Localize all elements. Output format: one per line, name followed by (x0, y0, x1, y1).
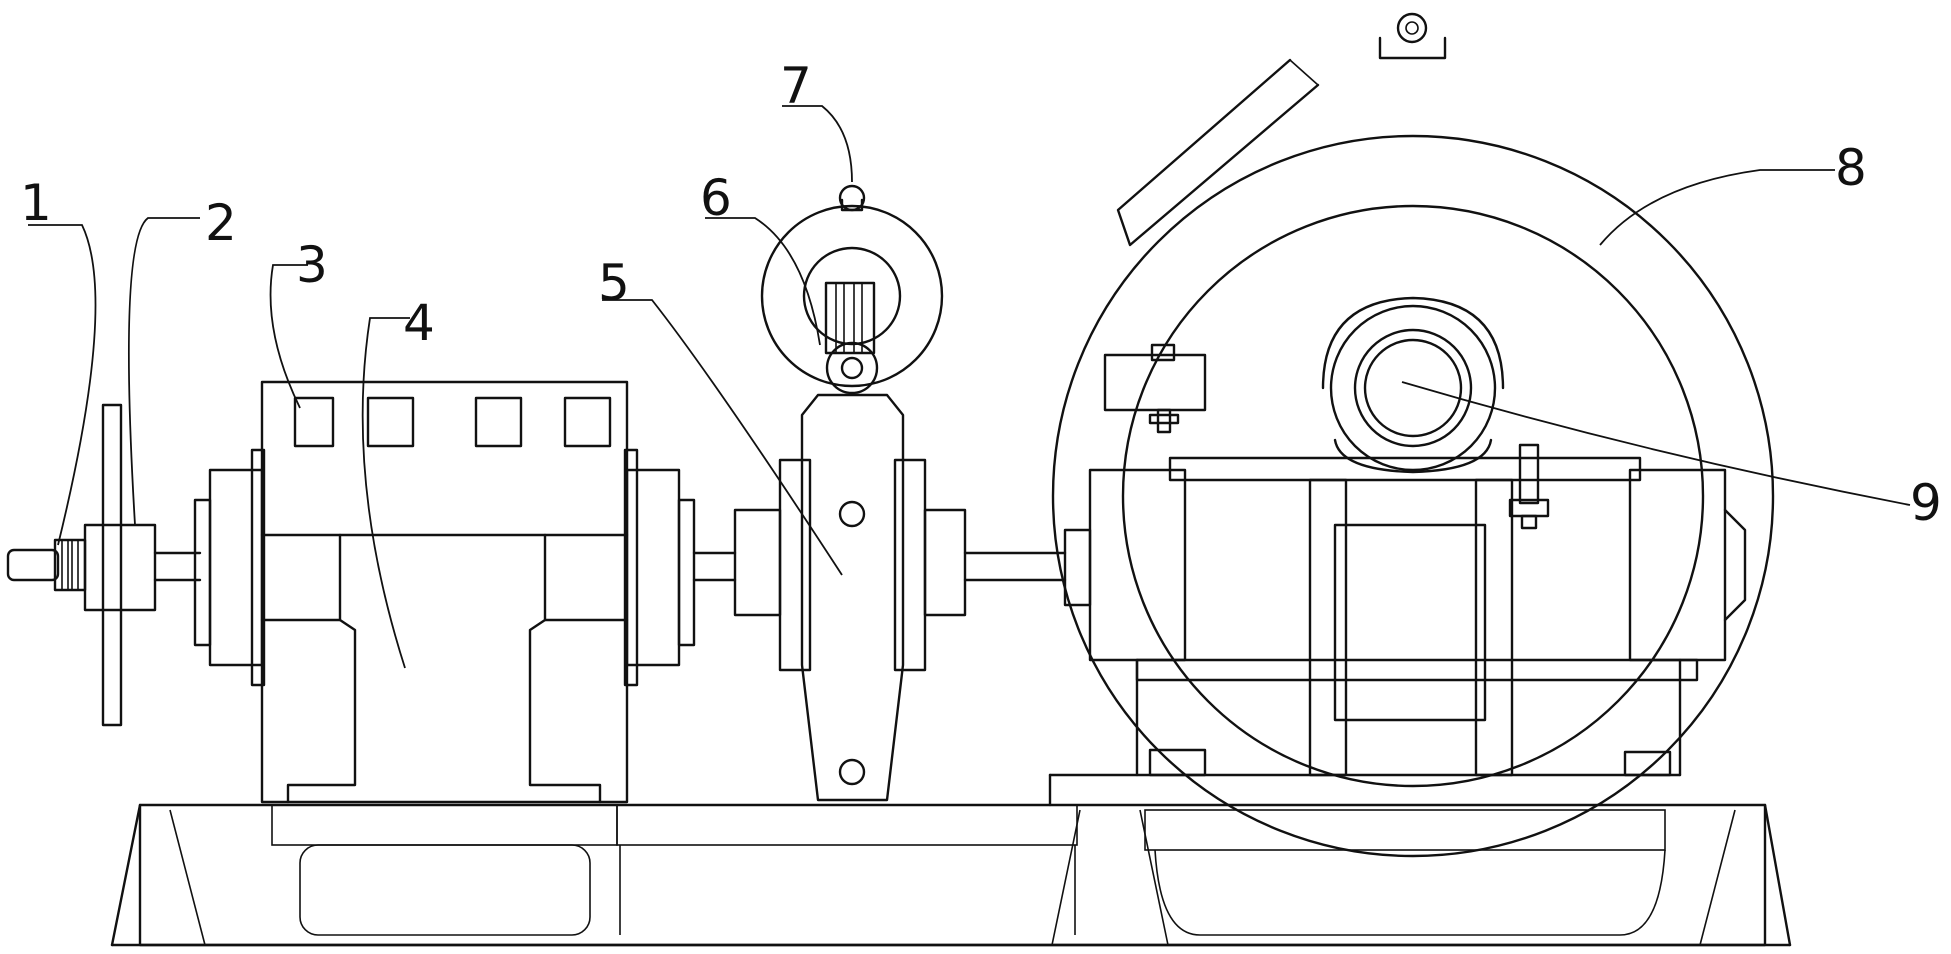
drive-shaft (692, 551, 1067, 582)
leader-5 (602, 299, 843, 576)
callout-3: 3 (296, 236, 328, 294)
callout-8: 8 (1835, 139, 1867, 197)
callout-4: 4 (403, 294, 435, 352)
leader-2 (127, 217, 200, 526)
callout-5: 5 (598, 254, 630, 312)
callout-labels: 1 2 3 4 5 6 7 8 9 (20, 57, 1942, 532)
sensor-head (760, 184, 944, 395)
callout-7: 7 (780, 57, 812, 115)
leader-lines (28, 105, 1911, 669)
callout-1: 1 (20, 174, 52, 232)
base-frame (110, 803, 1792, 947)
inspection-window (474, 396, 523, 448)
inspection-window (366, 396, 415, 448)
gearbox-housing (193, 380, 696, 804)
callout-2: 2 (205, 194, 237, 252)
callout-9: 9 (1910, 474, 1942, 532)
leader-4 (361, 317, 410, 669)
leader-8 (1599, 169, 1835, 246)
leader-9 (1401, 381, 1911, 506)
handwheel-assembly (6, 403, 202, 727)
large-drum (1051, 12, 1775, 858)
leader-1 (28, 224, 97, 546)
callout-6: 6 (700, 169, 732, 227)
leader-7 (782, 105, 853, 183)
torque-arm (733, 393, 967, 802)
leader-6 (705, 217, 821, 346)
inspection-window (563, 396, 612, 448)
motor-pedestal (1048, 443, 1747, 807)
inspection-window (293, 396, 335, 448)
leader-3 (269, 264, 308, 409)
